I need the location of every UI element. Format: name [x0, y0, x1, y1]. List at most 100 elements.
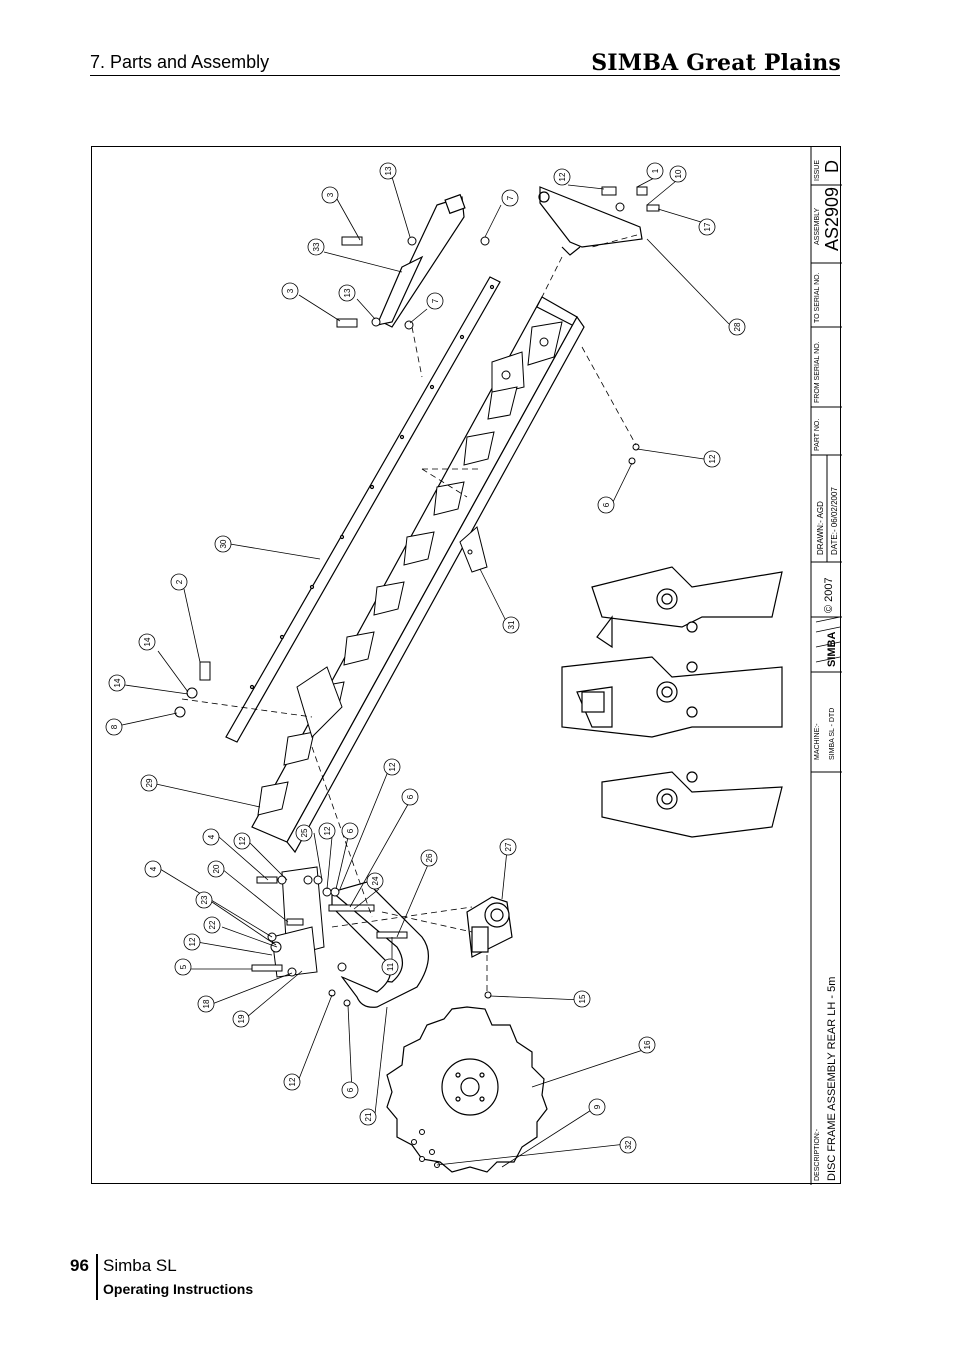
- callout-28: [728, 318, 746, 336]
- top-bracket: [538, 186, 643, 256]
- callout-label: 28: [733, 322, 742, 331]
- page-number: 96: [70, 1256, 89, 1275]
- issue-label: ISSUE: [814, 160, 821, 181]
- callout-label: 8: [110, 724, 119, 729]
- callout-27: [499, 838, 517, 856]
- callout-6: [341, 822, 359, 840]
- callout-12: [553, 168, 571, 186]
- callout-31: [502, 616, 520, 634]
- callout-label: 12: [388, 762, 397, 771]
- machine-label: MACHINE:-: [814, 723, 821, 760]
- callout-label: 19: [237, 1014, 246, 1023]
- callout-3: [321, 186, 339, 204]
- callout-label: 10: [674, 169, 683, 178]
- drawing-date: DATE:- 06/02/2007: [830, 487, 839, 555]
- title-block: [810, 147, 842, 1185]
- callout-label: 6: [406, 794, 415, 799]
- callout-label: 12: [238, 836, 247, 845]
- callout-4: [144, 860, 162, 878]
- callout-label: 26: [425, 853, 434, 862]
- header-divider: [90, 75, 840, 76]
- callout-labels: 1 10 12 17 7 13 3 33 3 13 7 28 12 6 30 2…: [110, 166, 742, 1149]
- callout-label: 23: [200, 895, 209, 904]
- callout-5: [174, 958, 192, 976]
- hub-assembly: [466, 896, 513, 958]
- callout-label: 12: [323, 826, 332, 835]
- callout-label: 32: [624, 1140, 633, 1149]
- callout-label: 6: [602, 502, 611, 507]
- brand-logo: SIMBA Great Plains: [591, 50, 841, 76]
- upper-arm: [375, 193, 466, 328]
- callout-label: 27: [504, 842, 513, 851]
- callout-2: [170, 573, 188, 591]
- callout-19: [232, 1010, 250, 1028]
- callout-label: 13: [384, 166, 393, 175]
- simba-logo: SIMBA: [826, 632, 838, 668]
- document-type: Operating Instructions: [103, 1281, 254, 1297]
- callout-label: 12: [708, 454, 717, 463]
- callouts: [105, 162, 746, 1154]
- callout-8: [105, 718, 123, 736]
- callout-20: [207, 860, 225, 878]
- exploded-view-diagram: ISSUE D ASSEMBLY AS2909 TO SERIAL NO. FR…: [105, 147, 842, 1185]
- footer-divider: [96, 1254, 98, 1300]
- flat-bar: [225, 276, 501, 743]
- assembly-number: AS2909: [822, 187, 842, 251]
- callout-3: [281, 282, 299, 300]
- title-block-text: ISSUE D ASSEMBLY AS2909 TO SERIAL NO. FR…: [814, 160, 842, 1181]
- callout-label: 4: [149, 866, 158, 871]
- callout-6: [597, 496, 615, 514]
- callout-4: [202, 828, 220, 846]
- callout-label: 2: [175, 579, 184, 584]
- callout-6: [341, 1081, 359, 1099]
- callout-11: [381, 958, 399, 976]
- callout-label: 24: [371, 876, 380, 885]
- callout-12: [383, 758, 401, 776]
- callout-9: [588, 1098, 606, 1116]
- callout-25: [295, 824, 313, 842]
- main-beam: [251, 296, 585, 854]
- callout-label: 12: [188, 937, 197, 946]
- callout-label: 3: [286, 288, 295, 293]
- callout-24: [366, 872, 384, 890]
- callout-label: 13: [343, 288, 352, 297]
- disc-legs: [561, 566, 783, 838]
- callout-15: [573, 990, 591, 1008]
- callout-label: 1: [651, 168, 660, 173]
- c-frame: [330, 881, 429, 1008]
- callout-21: [359, 1108, 377, 1126]
- callout-32: [619, 1136, 637, 1154]
- assembly-label: ASSEMBLY: [814, 207, 821, 245]
- callout-12: [283, 1073, 301, 1091]
- callout-label: 4: [207, 834, 216, 839]
- pivot-plates: [271, 866, 325, 978]
- callout-14: [108, 674, 126, 692]
- leader-lines: [121, 176, 730, 1168]
- part-no-label: PART NO.: [814, 419, 821, 451]
- callout-12: [703, 450, 721, 468]
- callout-26: [420, 849, 438, 867]
- callout-label: 17: [703, 222, 712, 231]
- callout-label: 16: [643, 1040, 652, 1049]
- callout-label: 14: [143, 637, 152, 646]
- callout-18: [197, 995, 215, 1013]
- callout-13: [338, 284, 356, 302]
- callout-label: 12: [288, 1077, 297, 1086]
- callout-33: [307, 238, 325, 256]
- callout-12: [183, 933, 201, 951]
- section-title: 7. Parts and Assembly: [90, 52, 270, 72]
- callout-label: 12: [558, 172, 567, 181]
- callout-1: [646, 162, 664, 180]
- callout-17: [698, 218, 716, 236]
- callout-label: 15: [578, 994, 587, 1003]
- callout-label: 11: [386, 962, 395, 971]
- callout-label: 18: [202, 999, 211, 1008]
- machine-value: SIMBA SL - DTD: [829, 708, 836, 760]
- callout-23: [195, 891, 213, 909]
- callout-29: [140, 774, 158, 792]
- callout-label: 3: [326, 192, 335, 197]
- callout-22: [203, 916, 221, 934]
- callout-10: [669, 165, 687, 183]
- callout-label: 29: [145, 778, 154, 787]
- callout-label: 22: [208, 920, 217, 929]
